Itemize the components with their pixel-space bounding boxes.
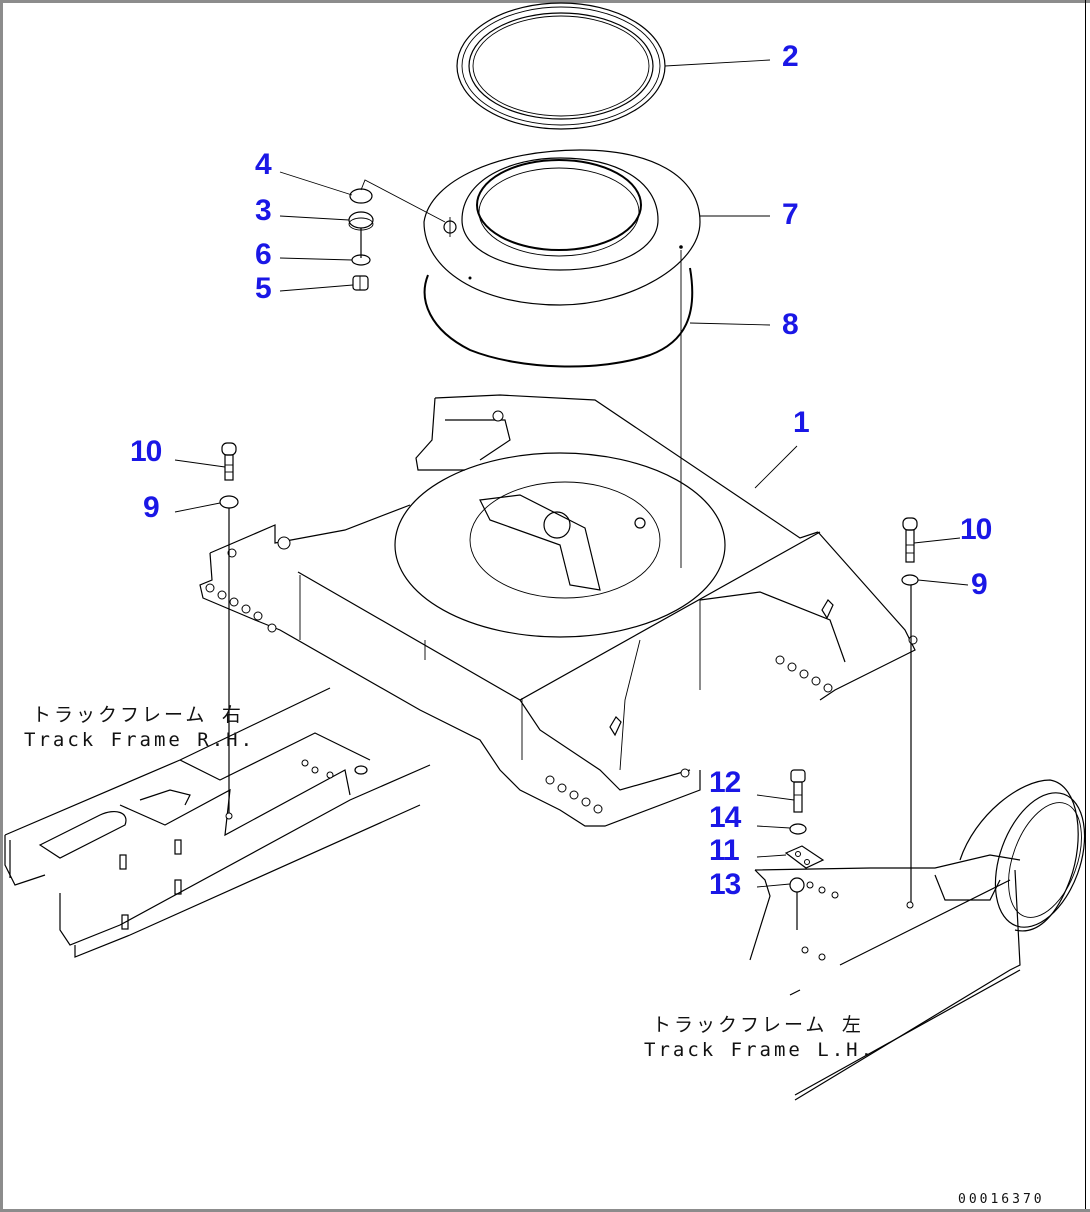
leader-lines [174, 59, 969, 888]
callout-6[interactable]: 6 [255, 238, 272, 271]
bolt-washer-right [901, 517, 919, 904]
callout-5[interactable]: 5 [255, 272, 272, 305]
track-frame-lh [749, 779, 1086, 1101]
callout-4[interactable]: 4 [255, 148, 272, 181]
callout-8[interactable]: 8 [782, 308, 799, 341]
seal-skirt-part [423, 267, 694, 368]
callout-2[interactable]: 2 [782, 40, 799, 73]
callout-9-right[interactable]: 9 [971, 568, 988, 601]
callout-9-left[interactable]: 9 [143, 491, 160, 524]
callout-14[interactable]: 14 [709, 801, 741, 834]
bolt-washer-left [219, 442, 239, 818]
small-hardware-stack [348, 179, 446, 291]
cover-part [423, 149, 701, 306]
callout-10-right[interactable]: 10 [960, 513, 992, 546]
ring-seal-part [456, 2, 666, 130]
callout-13[interactable]: 13 [709, 868, 741, 901]
callout-11[interactable]: 11 [709, 834, 740, 867]
callout-1[interactable]: 1 [793, 406, 810, 439]
track-frame-lh-label-en: Track Frame L.H. [644, 1039, 876, 1061]
frame-bottom-rule [0, 1209, 1090, 1212]
callout-12[interactable]: 12 [709, 766, 741, 799]
track-frame-lh-label-jp: トラックフレーム 左 [652, 1014, 864, 1036]
bolt-row-bottom [545, 768, 690, 814]
carbody-frame-part [199, 394, 918, 827]
callout-10-left[interactable]: 10 [130, 435, 162, 468]
drawing-number: 00016370 [958, 1192, 1045, 1207]
callout-3[interactable]: 3 [255, 194, 272, 227]
track-frame-rh-label-jp: トラックフレーム 右 [32, 704, 244, 726]
frame-right-rule [1085, 0, 1086, 1212]
track-frame-rh-label-en: Track Frame R.H. [24, 729, 256, 751]
track-frame-rh [4, 687, 431, 958]
hardware-11-14 [784, 769, 825, 930]
callout-7[interactable]: 7 [782, 198, 799, 231]
bolt-row-left [205, 583, 277, 633]
